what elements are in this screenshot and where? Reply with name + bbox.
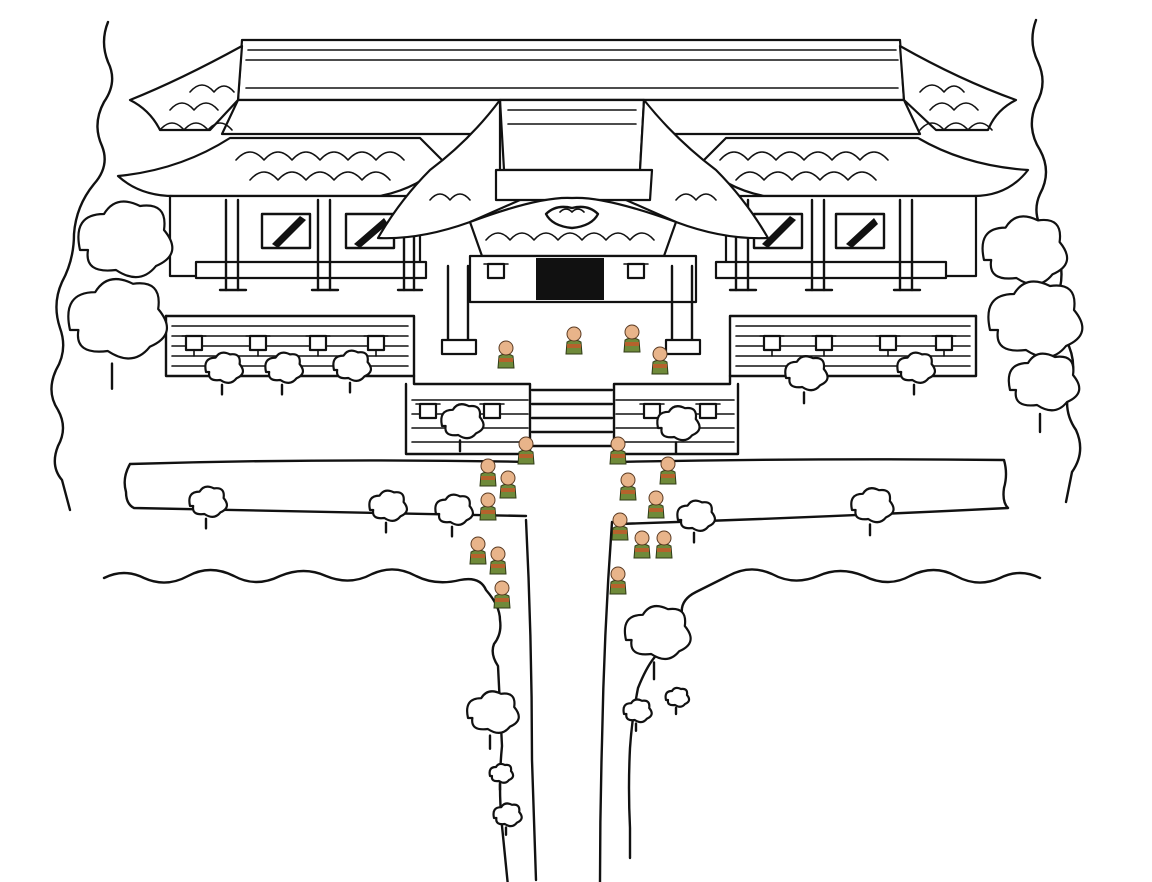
lantern-icon xyxy=(639,402,665,420)
ground-bottom-edge xyxy=(102,568,1042,882)
monk-icon[interactable] xyxy=(479,492,497,521)
lantern-icon xyxy=(875,334,901,357)
tree-icon xyxy=(264,351,304,396)
monk-icon[interactable] xyxy=(609,436,627,465)
tree-icon xyxy=(784,355,829,405)
tree-icon xyxy=(188,485,228,530)
monk-icon[interactable] xyxy=(633,530,651,559)
lantern-icon xyxy=(483,262,509,280)
monk-icon[interactable] xyxy=(493,580,511,609)
tree-icon xyxy=(622,698,653,732)
lanterns xyxy=(181,262,957,420)
tree-icon xyxy=(332,349,372,394)
tree-icon xyxy=(440,403,485,453)
monk-icon[interactable] xyxy=(651,346,669,375)
monk-icon[interactable] xyxy=(659,456,677,485)
lantern-icon xyxy=(811,334,837,357)
monk-icon[interactable] xyxy=(469,536,487,565)
monk-icon[interactable] xyxy=(565,326,583,355)
lantern-icon xyxy=(931,334,957,357)
trees xyxy=(67,200,1084,836)
tree-icon xyxy=(850,487,895,537)
temple-left-roof xyxy=(116,136,446,198)
tree-icon xyxy=(67,277,168,390)
tree-icon xyxy=(623,604,692,681)
tree-icon xyxy=(676,499,716,544)
temple-right-hall xyxy=(714,194,978,292)
lantern-icon xyxy=(245,334,271,357)
tree-icon xyxy=(488,762,515,792)
temple-left-hall xyxy=(168,194,428,292)
monk-icon[interactable] xyxy=(497,340,515,369)
tree-icon xyxy=(656,405,701,455)
ground-border-left xyxy=(50,20,114,512)
temple[interactable] xyxy=(116,38,1030,456)
tree-icon xyxy=(492,802,523,836)
lantern-icon xyxy=(363,334,389,357)
monk-icon[interactable] xyxy=(489,546,507,575)
lantern-icon xyxy=(305,334,331,357)
tree-icon xyxy=(664,686,691,716)
monk-icon[interactable] xyxy=(619,472,637,501)
monks[interactable] xyxy=(469,324,677,609)
lantern-icon xyxy=(181,334,207,357)
lantern-icon xyxy=(479,402,505,420)
monk-icon[interactable] xyxy=(655,530,673,559)
tree-icon xyxy=(1007,352,1081,434)
tree-icon xyxy=(434,493,474,538)
temple-right-roof xyxy=(700,136,1030,198)
monk-icon[interactable] xyxy=(517,436,535,465)
monk-icon[interactable] xyxy=(609,566,627,595)
temple-back-roof xyxy=(128,38,1018,136)
tree-icon xyxy=(204,351,244,396)
horizontal-path xyxy=(123,458,1010,526)
lantern-icon xyxy=(759,334,785,357)
vertical-path xyxy=(524,518,614,882)
monk-icon[interactable] xyxy=(479,458,497,487)
lantern-icon xyxy=(623,262,649,280)
monk-icon[interactable] xyxy=(647,490,665,519)
monk-icon[interactable] xyxy=(611,512,629,541)
tree-icon xyxy=(896,351,936,396)
monk-icon[interactable] xyxy=(623,324,641,353)
tree-icon xyxy=(368,489,408,534)
temple-central-roof xyxy=(376,98,770,258)
lantern-icon xyxy=(415,402,441,420)
lantern-icon xyxy=(695,402,721,420)
monk-icon[interactable] xyxy=(499,470,517,499)
tree-icon xyxy=(466,690,520,750)
